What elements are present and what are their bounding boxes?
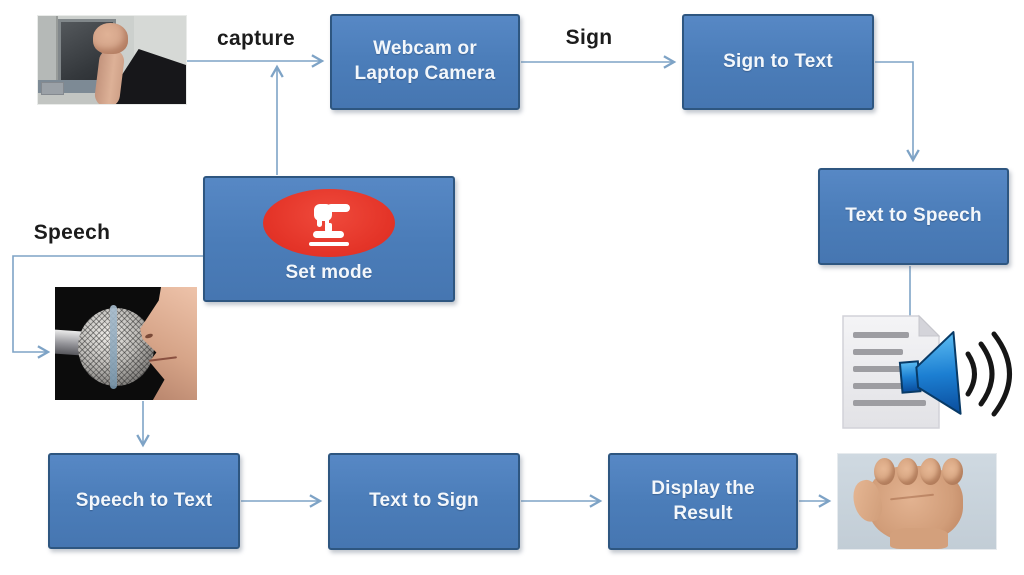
node-text-to-speech: Text to Speech (818, 168, 1009, 265)
document-text-to-speech-icon (842, 314, 1012, 429)
photo-finger (874, 458, 895, 485)
photo-fist (93, 23, 128, 54)
document-text-lines (853, 332, 926, 406)
edge-signtext-to-texttospeech (875, 61, 920, 163)
microphone-ring (110, 305, 117, 389)
node-label: Sign to Text (723, 50, 833, 72)
edge-label-speech: Speech (33, 221, 111, 244)
photo-finger (897, 458, 918, 485)
sound-waves-icon (965, 331, 1012, 417)
microphone-and-mouth-photo (55, 287, 197, 400)
raised-fist-webcam-photo (37, 15, 187, 105)
set-mode-red-ellipse (263, 189, 395, 257)
node-speech-to-text: Speech to Text (48, 453, 240, 549)
node-sign-to-text: Sign to Text (682, 14, 874, 110)
photo-finger (942, 458, 963, 485)
speaker-icon (898, 331, 962, 415)
node-text-to-sign: Text to Sign (328, 453, 520, 550)
node-label: Webcam or Laptop Camera (354, 38, 496, 84)
node-label: Display the Result (651, 477, 755, 524)
edge-speech-path (12, 255, 203, 359)
photo-face-profile (140, 287, 197, 400)
node-display-the-result: Display the Result (608, 453, 798, 550)
node-label: Text to Sign (369, 490, 479, 512)
node-webcam-or-laptop-camera: Webcam or Laptop Camera (330, 14, 520, 110)
photo-finger (920, 458, 941, 485)
node-label: Speech to Text (75, 489, 213, 511)
node-label: Text to Speech (845, 205, 982, 227)
node-set-mode: Set mode (203, 176, 455, 302)
photo-switch-plate (41, 82, 64, 95)
photo-wrist (890, 528, 948, 549)
edge-label-sign: Sign (565, 26, 613, 49)
node-label: Set mode (285, 262, 373, 283)
closed-fist-sign-photo (837, 453, 997, 550)
press-button-hand-icon (309, 204, 350, 246)
edge-label-capture: capture (217, 27, 295, 50)
